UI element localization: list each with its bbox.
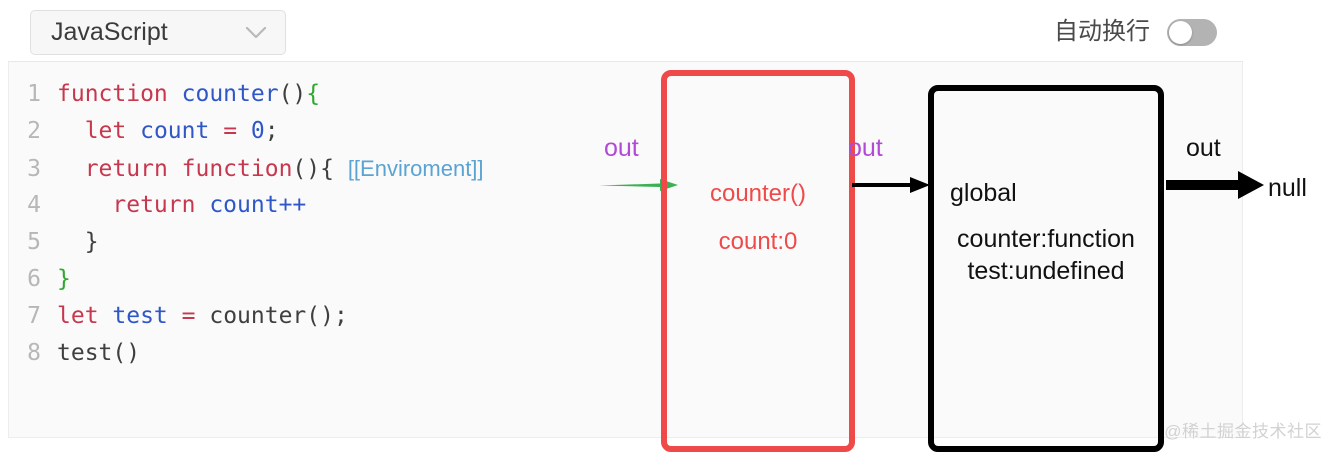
language-select-value: JavaScript xyxy=(51,18,168,46)
line-number: 5 xyxy=(27,229,41,255)
code-token: count++ xyxy=(209,192,307,218)
line-number: 4 xyxy=(27,192,41,218)
scope-box-global-row-0: counter:function xyxy=(957,225,1135,253)
watermark: @稀土掘金技术社区 xyxy=(1164,422,1322,441)
code-token xyxy=(57,192,112,218)
line-number: 3 xyxy=(27,156,41,182)
word-wrap-toggle[interactable] xyxy=(1167,18,1217,46)
scope-box-counter-variable: count:0 xyxy=(718,228,798,255)
code-token: [[Enviroment]] xyxy=(347,156,484,181)
code-token: () xyxy=(278,81,307,107)
line-number: 7 xyxy=(27,303,41,329)
toggle-knob xyxy=(1169,20,1192,44)
black-arrow-to-global-scope xyxy=(852,177,930,193)
word-wrap-control[interactable]: 自动换行 xyxy=(1054,14,1217,50)
editor-toolbar: JavaScript 自动换行 xyxy=(8,0,1243,62)
code-token: test xyxy=(112,303,182,329)
code-token: = xyxy=(223,118,251,144)
code-token: return function xyxy=(84,156,293,182)
scope-box-counter-title: counter() xyxy=(709,180,807,207)
code-line: 6} xyxy=(9,261,1242,298)
label-out-left: out xyxy=(604,134,639,162)
code-token: } xyxy=(57,266,71,292)
language-select[interactable]: JavaScript xyxy=(30,10,286,55)
green-arrow-to-counter-scope xyxy=(599,179,678,191)
code-token: let xyxy=(57,303,113,329)
code-line: 7 let test = counter(); xyxy=(9,298,1242,335)
label-null: null xyxy=(1268,174,1307,202)
label-out-right: out xyxy=(1186,134,1221,162)
label-out-middle: out xyxy=(848,134,883,162)
code-token: (){ xyxy=(292,156,348,182)
code-token xyxy=(57,118,85,144)
code-token: let xyxy=(84,118,141,144)
code-line: 5 } xyxy=(9,224,1242,261)
line-number: 8 xyxy=(27,340,41,366)
code-token: counter xyxy=(181,81,279,107)
line-number: 1 xyxy=(27,81,41,107)
code-token: = xyxy=(181,303,210,329)
code-line: 1 function counter(){ xyxy=(9,76,1242,113)
code-token: ; xyxy=(264,118,279,144)
code-token: counter(); xyxy=(209,303,348,329)
scope-box-global-row-1: test:undefined xyxy=(967,257,1125,285)
line-number: 2 xyxy=(27,118,41,144)
scope-box-global: global counter:function test:undefined xyxy=(928,85,1164,452)
code-token: } xyxy=(57,229,99,255)
code-token xyxy=(57,156,85,182)
code-token: { xyxy=(306,81,321,107)
code-token: count xyxy=(140,118,224,144)
code-token: test() xyxy=(57,340,141,366)
code-token: 0 xyxy=(250,118,265,144)
scope-box-global-title: global xyxy=(950,179,1017,207)
code-line: 8 test() xyxy=(9,335,1242,372)
code-line: 3 return function(){ [[Enviroment]] xyxy=(9,150,1242,187)
line-number: 6 xyxy=(27,266,41,292)
code-token: return xyxy=(112,192,210,218)
word-wrap-label: 自动换行 xyxy=(1054,18,1150,45)
code-line: 2 let count = 0; xyxy=(9,113,1242,150)
chevron-down-icon xyxy=(245,26,267,38)
code-token: function xyxy=(57,81,182,107)
black-arrow-to-null xyxy=(1166,171,1264,199)
code-line: 4 return count++ xyxy=(9,187,1242,224)
scope-box-counter: counter() count:0 xyxy=(661,70,855,452)
